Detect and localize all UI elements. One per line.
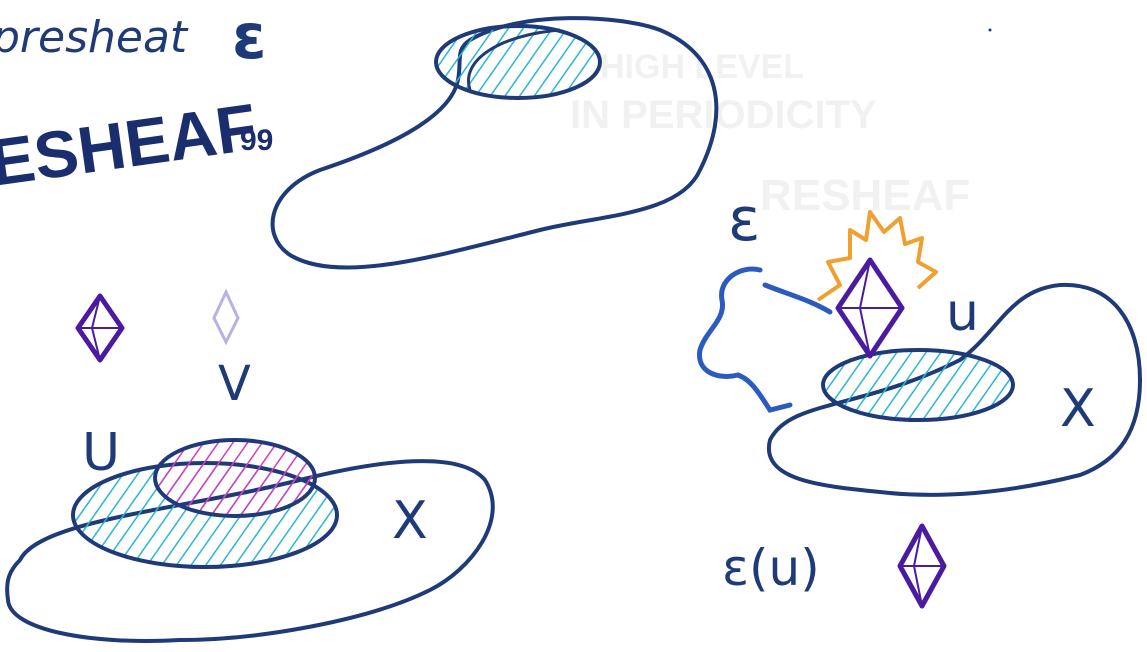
title-fragment: ESHEAF — [0, 89, 261, 200]
title-quote-marks: 99 — [240, 124, 273, 157]
spark-icon — [818, 212, 936, 300]
left-diagram: U V X — [7, 292, 493, 641]
crystal-icon — [78, 296, 122, 360]
stray-dot — [989, 29, 992, 32]
stick-figure-icon — [700, 269, 830, 410]
presheaf-symbol: ε — [232, 0, 267, 73]
crystal-icon-small — [900, 526, 944, 606]
section-label: ε(u) — [722, 539, 820, 597]
right-diagram: ε u X ε(u) — [700, 185, 1140, 606]
label-x: X — [392, 491, 428, 551]
label-u-right: u — [946, 283, 979, 343]
label-x-right: X — [1060, 379, 1096, 439]
open-set-u-right — [823, 350, 1013, 420]
svg-text:RESHEAF: RESHEAF — [760, 171, 970, 220]
label-v: V — [218, 356, 251, 412]
label-u: U — [82, 423, 120, 483]
open-set-v — [155, 440, 315, 516]
crystal-icon-right — [838, 260, 902, 356]
svg-text:HIGH LEVEL: HIGH LEVEL — [600, 48, 804, 86]
bleed-through-text: HIGH LEVEL IN PERIODICITY RESHEAF — [570, 48, 970, 220]
faint-crystal-icon — [214, 292, 238, 342]
presheaf-line: presheat — [0, 12, 189, 63]
svg-text:IN PERIODICITY: IN PERIODICITY — [570, 93, 877, 137]
label-e: ε — [728, 185, 760, 255]
